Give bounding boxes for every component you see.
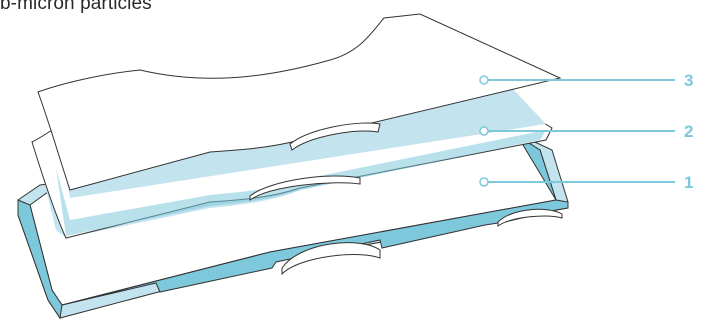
callout-dot-3 bbox=[480, 76, 488, 84]
callout-label-3: 3 bbox=[684, 71, 693, 90]
callout-dot-1 bbox=[480, 178, 488, 186]
callout-dot-2 bbox=[480, 127, 488, 135]
callout-label-1: 1 bbox=[684, 173, 693, 192]
callout-label-2: 2 bbox=[684, 122, 693, 141]
